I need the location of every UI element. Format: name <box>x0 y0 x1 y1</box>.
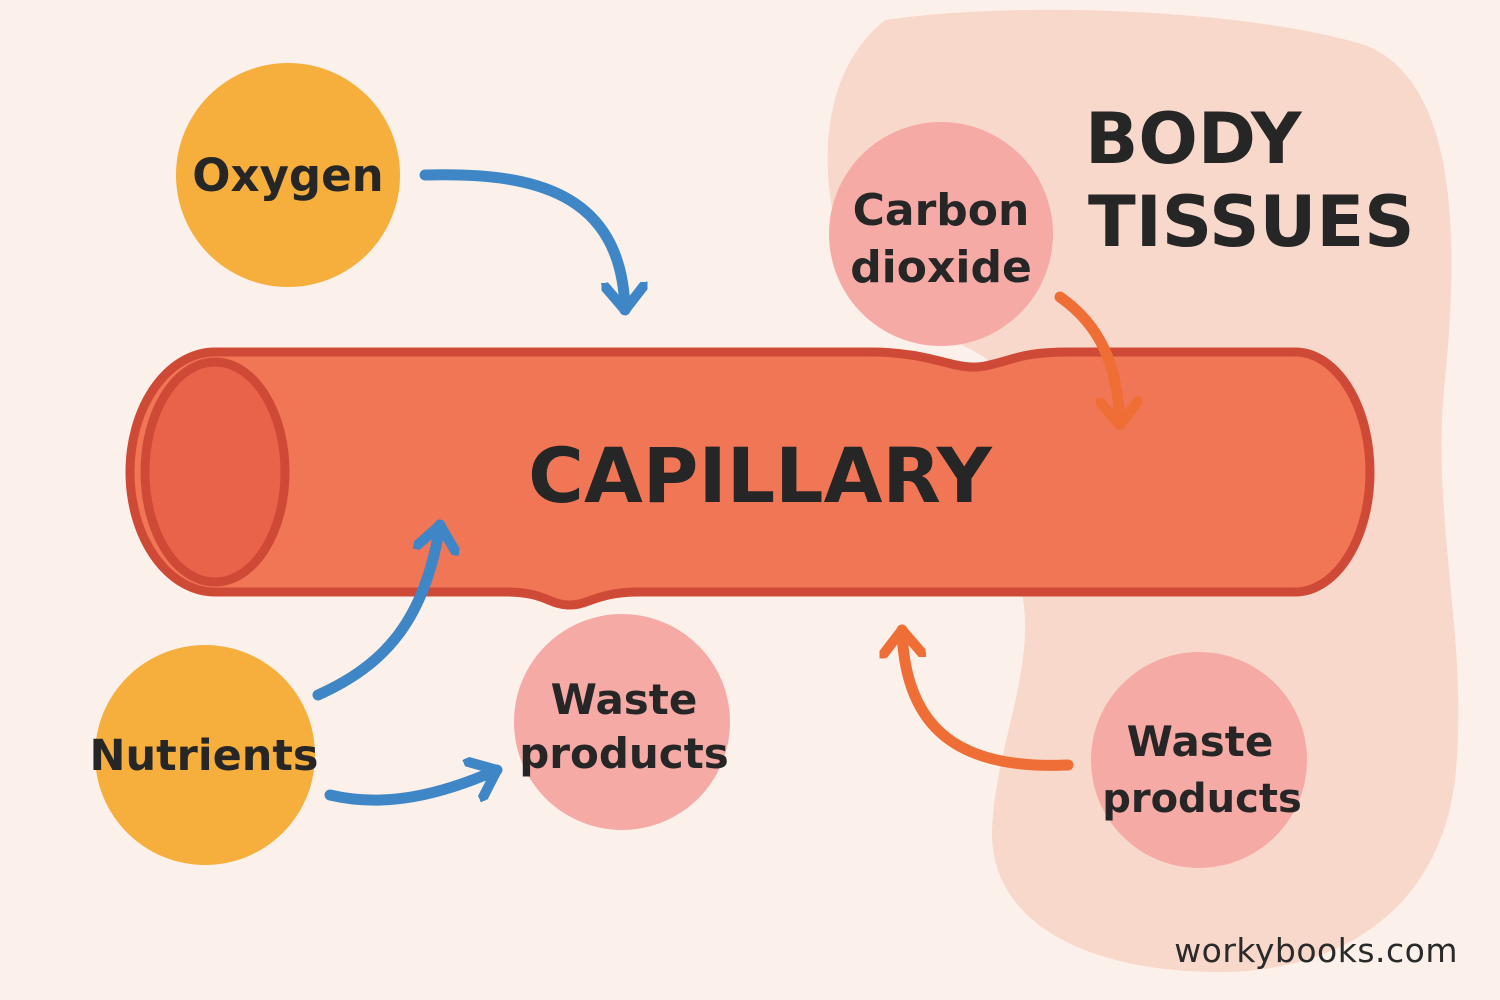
body-tissues-title-line1: BODY <box>1085 98 1303 180</box>
oxygen-node: Oxygen <box>176 63 400 287</box>
arrow-oxygen-to-capillary <box>419 169 625 316</box>
waste-products-right-line2: products <box>1102 776 1302 822</box>
arrow-nutrients-to-waste <box>324 770 503 806</box>
oxygen-circle <box>176 63 400 287</box>
capillary-label: CAPILLARY <box>528 431 993 520</box>
waste-products-left-line1: Waste <box>551 675 698 724</box>
waste-products-right-circle <box>1091 652 1307 868</box>
carbon-dioxide-circle <box>829 122 1053 346</box>
body-tissues-title-line2: TISSUES <box>1088 181 1415 263</box>
waste-products-right-line1: Waste <box>1127 717 1274 766</box>
capillary-vessel: CAPILLARY <box>125 347 1375 610</box>
nutrients-circle <box>95 645 315 865</box>
arrow-nutrients-to-capillary <box>312 519 440 701</box>
arrow-carbon-dioxide-to-capillary <box>1054 291 1120 431</box>
waste-products-right-node: Waste products <box>1091 652 1307 868</box>
waste-products-left-circle <box>514 614 730 830</box>
waste-products-left-line2: products <box>519 729 729 778</box>
carbon-dioxide-label-line1: Carbon <box>853 185 1030 236</box>
nutrients-label: Nutrients <box>89 731 318 781</box>
source-watermark: workybooks.com <box>1174 931 1458 970</box>
waste-products-left-node: Waste products <box>514 614 730 830</box>
nutrients-node: Nutrients <box>89 645 319 865</box>
carbon-dioxide-node: Carbon dioxide <box>829 122 1053 346</box>
arrow-waste-to-capillary <box>902 624 1074 771</box>
oxygen-label: Oxygen <box>192 149 383 202</box>
capillary-opening <box>140 357 290 587</box>
carbon-dioxide-label-line2: dioxide <box>850 242 1032 293</box>
